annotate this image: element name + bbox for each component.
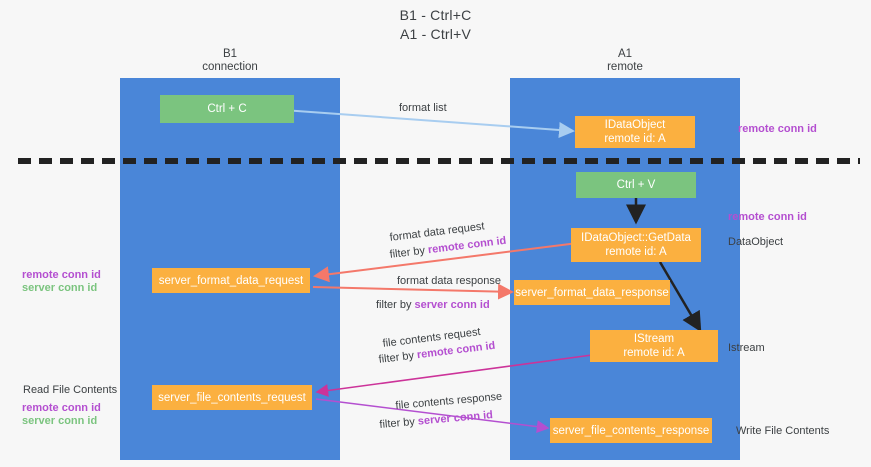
edge-label-file-contents-response-filter-key: server conn id xyxy=(417,409,494,428)
box-ctrl-c[interactable]: Ctrl + C xyxy=(160,95,294,123)
box-server-format-data-response-label: server_format_data_response xyxy=(515,286,669,299)
box-idataobject-line1: IDataObject xyxy=(604,119,666,131)
lane-header-a1-line1: A1 xyxy=(617,48,633,60)
annotation-left-remote-conn-id: remote conn id xyxy=(22,269,101,281)
edge-label-format-data-request-filter-prefix: filter by xyxy=(389,244,429,261)
diagram-title: B1 - Ctrl+C A1 - Ctrl+V xyxy=(0,6,871,44)
box-idataobject-getdata[interactable]: IDataObject::GetData remote id: A xyxy=(571,228,701,262)
box-idataobject-line2: remote id: A xyxy=(604,133,666,145)
lane-header-b1-line1: B1 xyxy=(222,48,238,60)
annotation-write-file-contents: Write File Contents xyxy=(736,425,830,437)
annotation-left-remote-conn-id-2: remote conn id xyxy=(22,402,101,414)
box-ctrl-v-label: Ctrl + V xyxy=(616,179,656,191)
edge-label-format-data-response-filter-prefix: filter by xyxy=(376,299,415,311)
box-server-format-data-request-label: server_format_data_request xyxy=(158,274,304,287)
edge-label-file-contents-request-filter-prefix: filter by xyxy=(378,349,418,366)
annotation-remote-conn-id-mid: remote conn id xyxy=(728,211,807,223)
box-ctrl-c-label: Ctrl + C xyxy=(207,103,247,115)
title-line-2: A1 - Ctrl+V xyxy=(399,26,472,42)
lane-header-a1-line2: remote xyxy=(607,61,643,73)
edge-label-file-contents-response-filter-prefix: filter by xyxy=(379,415,419,431)
box-istream[interactable]: IStream remote id: A xyxy=(590,330,718,362)
lane-header-a1: A1 remote xyxy=(510,48,740,74)
box-server-format-data-response[interactable]: server_format_data_response xyxy=(514,280,670,305)
box-server-format-data-request[interactable]: server_format_data_request xyxy=(152,268,310,293)
box-server-file-contents-request[interactable]: server_file_contents_request xyxy=(152,385,312,410)
lane-header-b1: B1 connection xyxy=(120,48,340,74)
box-ctrl-v[interactable]: Ctrl + V xyxy=(576,172,696,198)
annotation-istream: Istream xyxy=(728,342,765,354)
box-istream-line2: remote id: A xyxy=(623,347,685,359)
box-istream-line1: IStream xyxy=(633,333,675,345)
lane-header-b1-line2: connection xyxy=(202,61,258,73)
annotation-remote-conn-id-top: remote conn id xyxy=(738,123,817,135)
box-idataobject[interactable]: IDataObject remote id: A xyxy=(575,116,695,148)
edge-label-format-data-response-filter: filter by server conn id xyxy=(376,299,490,312)
title-line-1: B1 - Ctrl+C xyxy=(399,7,472,23)
box-idataobject-getdata-line1: IDataObject::GetData xyxy=(581,232,691,244)
annotation-read-file-contents: Read File Contents xyxy=(23,384,118,396)
box-server-file-contents-response[interactable]: server_file_contents_response xyxy=(550,418,712,443)
box-server-file-contents-request-label: server_file_contents_request xyxy=(158,391,306,404)
annotation-dataobject: DataObject xyxy=(728,236,784,248)
box-server-file-contents-response-label: server_file_contents_response xyxy=(552,424,710,437)
annotation-left-server-conn-id: server conn id xyxy=(22,282,98,294)
edge-label-format-data-response: format data response xyxy=(397,275,501,287)
edge-label-format-data-response-filter-key: server conn id xyxy=(414,299,490,311)
box-idataobject-getdata-line2: remote id: A xyxy=(605,246,667,258)
edge-label-format-list: format list xyxy=(399,102,447,114)
annotation-left-server-conn-id-2: server conn id xyxy=(22,415,98,427)
